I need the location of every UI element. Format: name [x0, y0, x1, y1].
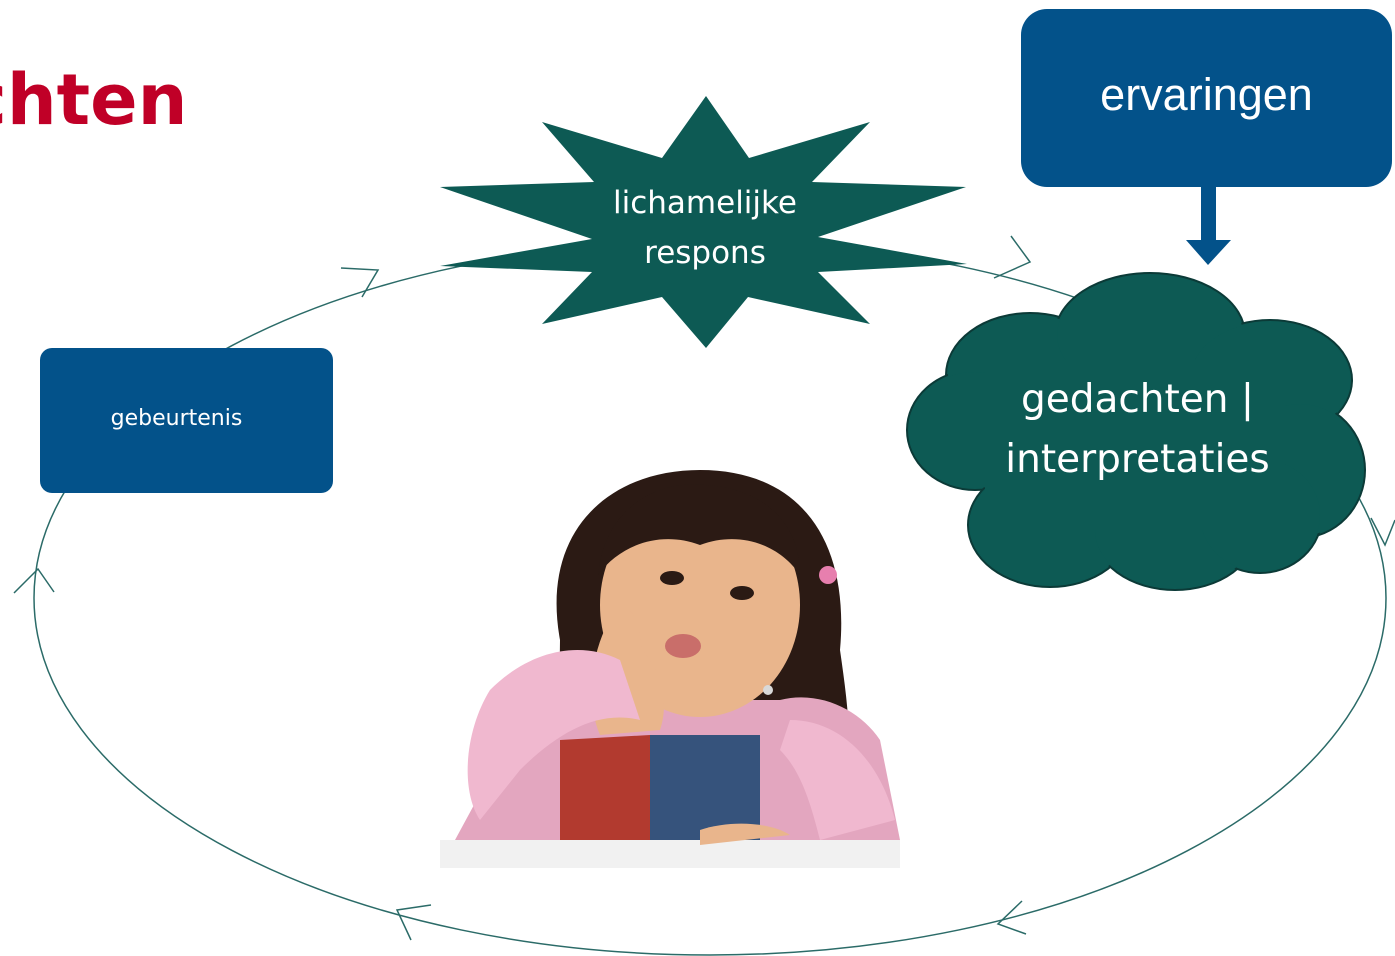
body-response-label: lichamelijke respons — [560, 178, 850, 278]
ervaringen-label: ervaringen — [1100, 69, 1313, 120]
body-response-label-line-2: respons — [644, 235, 766, 271]
thought-cloud-label-line-2: interpretaties — [1005, 437, 1270, 482]
gebeurtenis-label: gebeurtenis — [110, 406, 243, 431]
body-response-star — [440, 96, 967, 348]
thought-cloud-label-line-1: gedachten | — [1020, 377, 1255, 422]
ervaringen-connector-arrow — [1186, 186, 1231, 265]
body-response-label-line-1: lichamelijke — [613, 185, 797, 221]
cycle-arrow-left — [13, 567, 55, 594]
gebeurtenis-box: gebeurtenis — [40, 348, 333, 493]
cycle-arrow-right — [1370, 517, 1395, 547]
thought-cloud-label: gedachten | interpretaties — [955, 370, 1320, 490]
cycle-arrow-top-left — [340, 267, 380, 298]
slide-title: dachten — [0, 59, 188, 141]
thought-cloud-body — [909, 275, 1363, 588]
ervaringen-box: ervaringen — [1021, 9, 1392, 187]
cycle-arrowheads — [13, 235, 1395, 941]
cycle-arrow-bottom-right — [996, 900, 1027, 935]
child-thinking-photo — [440, 470, 900, 868]
cycle-arrow-top-right — [993, 235, 1032, 279]
cycle-arrow-bottom-left — [395, 904, 432, 941]
